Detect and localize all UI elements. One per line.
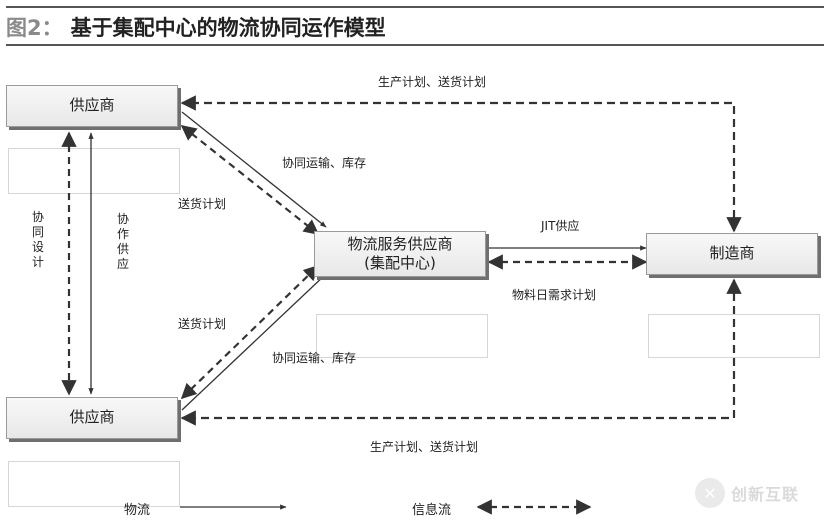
figure-number: 图2： <box>6 16 63 40</box>
legend-info-flow: 信息流 <box>412 503 452 518</box>
material-plan-label: 物料日需求计划 <box>512 288 597 302</box>
material-flow-bottom-supplier <box>181 273 327 411</box>
supplier-top-node: 供应商 <box>6 85 178 127</box>
bottom-plan-label: 生产计划、送货计划 <box>370 440 479 454</box>
figure-title-text: 基于集配中心的物流协同运作模型 <box>70 16 386 40</box>
info-flow-top-supplier <box>180 125 320 235</box>
info-flow-top-plan <box>180 95 742 233</box>
co-design-label: 协同设计 <box>31 210 44 269</box>
info-flow-bottom-plan <box>180 278 742 426</box>
manufacturer-node: 制造商 <box>646 233 818 275</box>
info-flow-bottom-supplier <box>180 264 320 400</box>
placeholder-box <box>8 461 180 507</box>
title-top-rule <box>6 6 824 8</box>
figure-title: 图2： 基于集配中心的物流协同运作模型 <box>6 12 386 42</box>
coop-top-label: 协同运输、库存 <box>282 156 367 170</box>
consolidation-center-label: (集配中心) <box>364 254 436 272</box>
co-supply-label: 协作供应 <box>116 212 129 271</box>
top-plan-label: 生产计划、送货计划 <box>378 75 487 89</box>
title-bottom-rule <box>6 44 824 46</box>
manufacturer-label: 制造商 <box>709 244 755 263</box>
watermark-text: 创新互联 <box>731 485 800 504</box>
watermark-logo-icon: ✕ <box>695 478 725 508</box>
supplier-bottom-label: 供应商 <box>69 408 115 427</box>
supplier-bottom-node: 供应商 <box>6 397 178 439</box>
watermark: ✕ 创新互联 <box>695 478 799 508</box>
logistics-provider-label: 物流服务供应商 <box>347 234 453 253</box>
placeholder-box <box>8 148 180 194</box>
legend-material-flow: 物流 <box>124 503 151 518</box>
logistics-provider-node: 物流服务供应商 (集配中心) <box>314 231 486 277</box>
delivery-top-label: 送货计划 <box>178 197 227 211</box>
supplier-top-label: 供应商 <box>69 96 115 115</box>
delivery-bottom-label: 送货计划 <box>178 317 227 331</box>
coop-bottom-label: 协同运输、库存 <box>272 351 357 365</box>
jit-label: JIT供应 <box>541 219 580 233</box>
